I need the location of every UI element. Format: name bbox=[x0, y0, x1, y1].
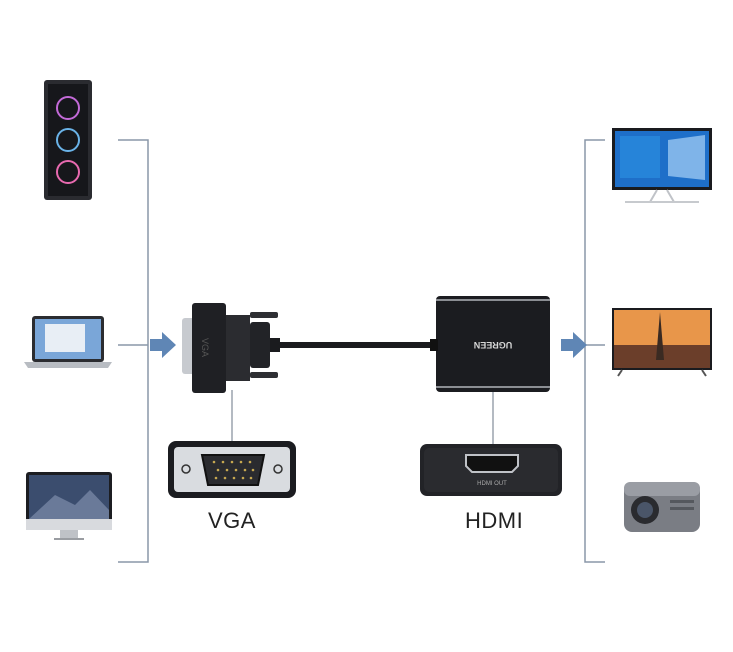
laptop-icon bbox=[24, 316, 112, 368]
tv-icon bbox=[612, 308, 712, 377]
vga-caption: VGA bbox=[208, 508, 256, 533]
desktop-pc-icon bbox=[44, 80, 92, 200]
cable bbox=[276, 342, 438, 348]
all-in-one-computer-icon bbox=[26, 472, 112, 540]
adapter-logo: UGREEN bbox=[474, 340, 513, 350]
output-arrow-icon bbox=[561, 332, 587, 358]
adapter-box bbox=[430, 296, 550, 392]
input-arrow-icon bbox=[150, 332, 176, 358]
projector-icon bbox=[624, 482, 700, 532]
vga-port-icon bbox=[168, 441, 296, 498]
right-bracket bbox=[584, 139, 605, 563]
left-bracket bbox=[118, 139, 149, 563]
hdmi-caption: HDMI bbox=[465, 508, 524, 533]
hdmi-port-text: HDMI OUT bbox=[477, 481, 507, 487]
vga-connector-label: VGA bbox=[200, 338, 210, 357]
hdmi-port-icon bbox=[420, 444, 562, 496]
vga-connector bbox=[182, 303, 280, 393]
monitor-icon bbox=[612, 128, 712, 203]
